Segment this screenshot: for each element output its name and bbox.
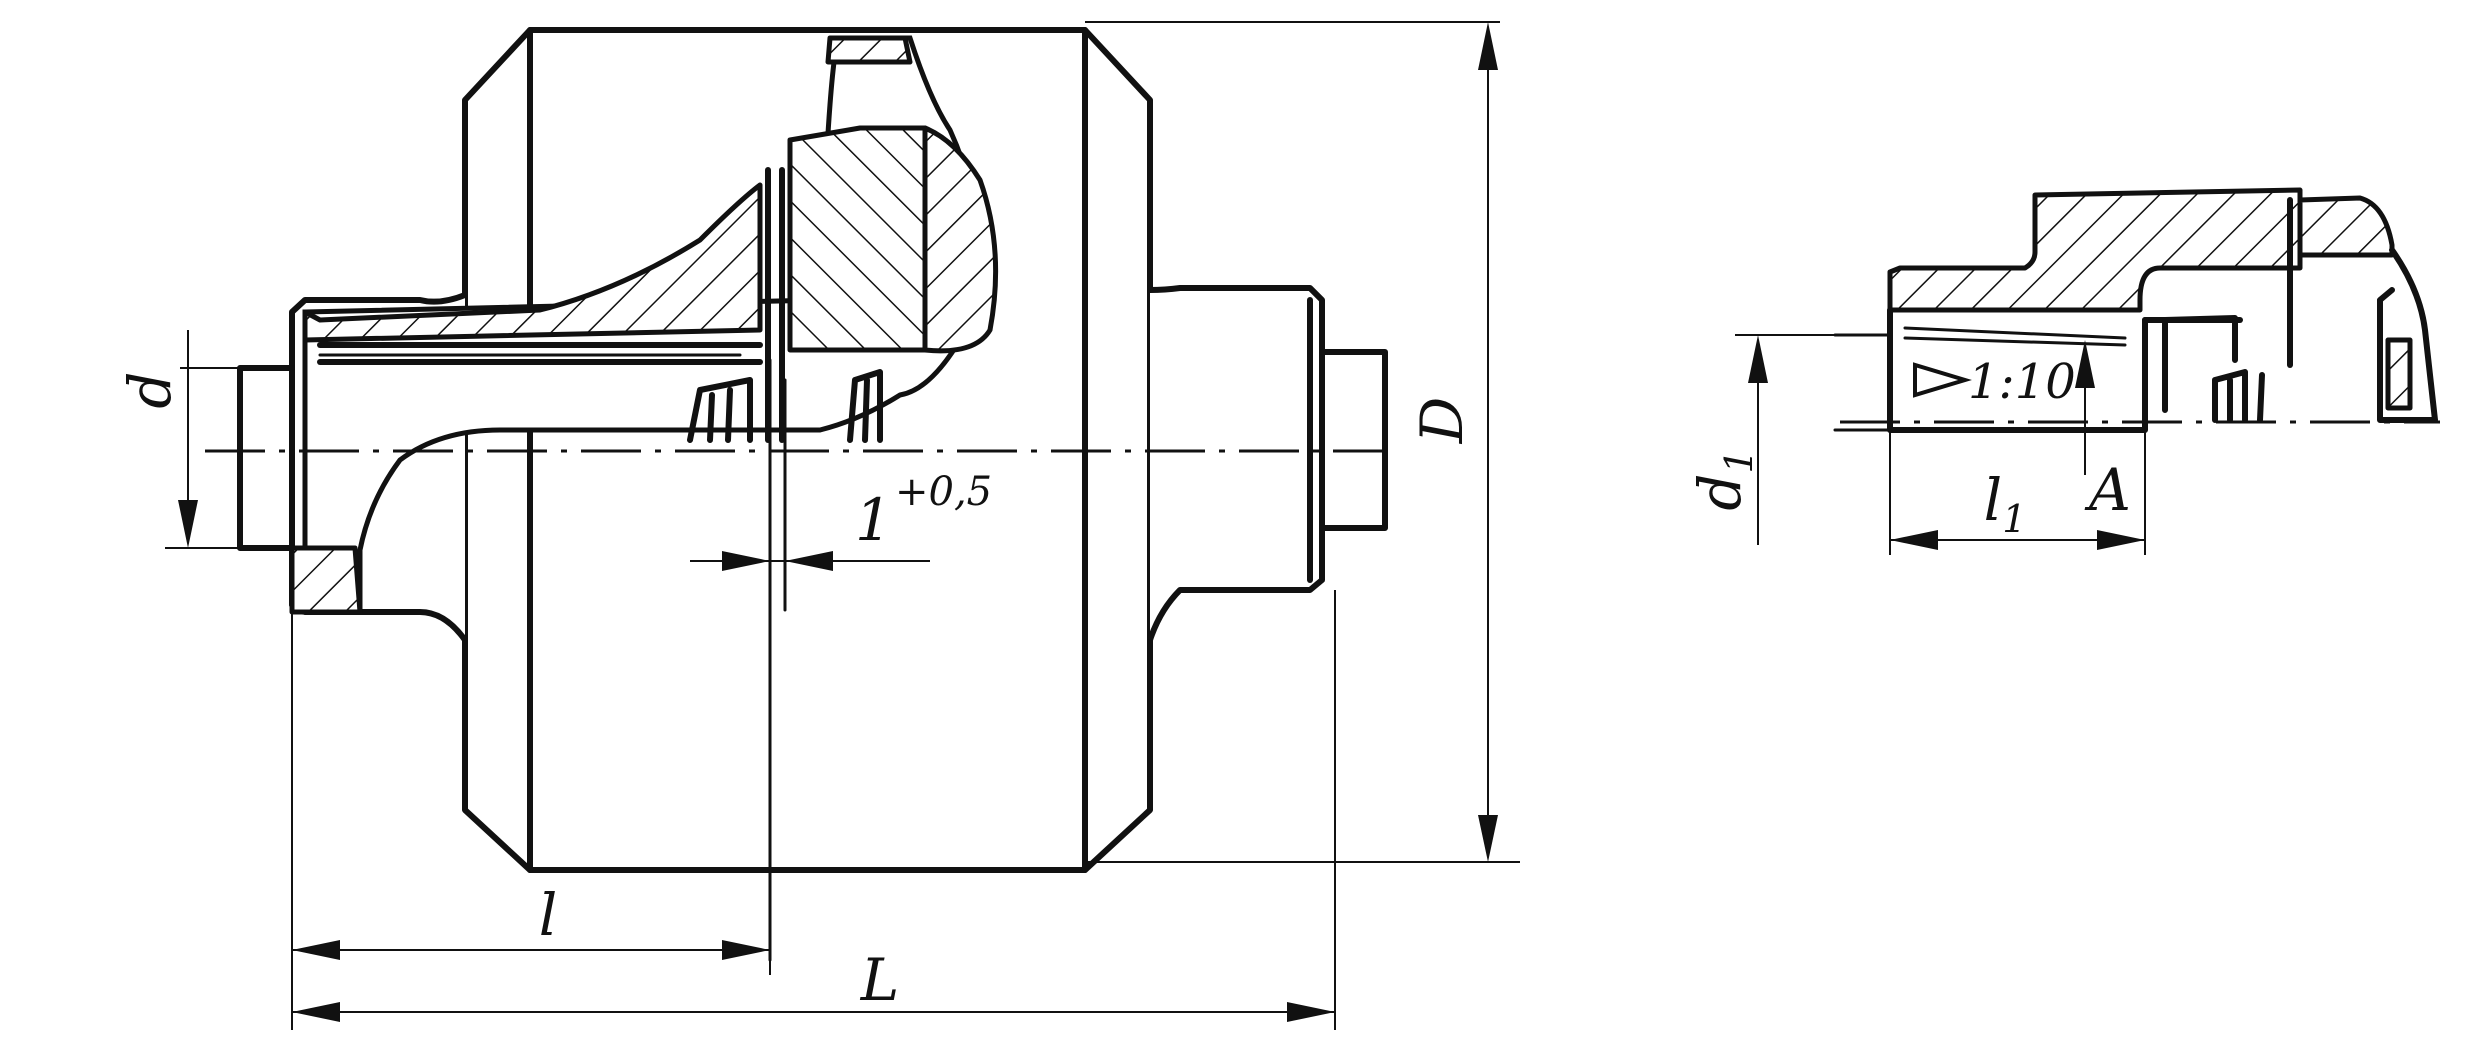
- teeth-right: [847, 369, 883, 443]
- dim-l1-arrow-left: [1890, 530, 1938, 550]
- detail-step-box: [2162, 315, 2238, 413]
- detail-taper-line: [1903, 326, 2127, 340]
- dim-l1-arrow-right: [2097, 530, 2145, 550]
- detail-taper-inner: [1903, 336, 2127, 347]
- left-bottom-hatch: [289, 545, 363, 615]
- detail-view: 1:10 d1 l1 A: [1686, 187, 2440, 555]
- dim-gap-arrow-left: [722, 551, 770, 571]
- leader-A-arrow: [2075, 340, 2095, 388]
- label-gap: 1: [855, 486, 892, 554]
- detail-right-hatch: [2297, 195, 2395, 258]
- detail-teeth: [2212, 369, 2265, 423]
- taper-symbol-icon: [1913, 362, 1972, 398]
- right-hub: [1147, 285, 1325, 641]
- main-dimensions: D d l L 1 +0,5: [116, 21, 1520, 1030]
- label-taper: 1:10: [1968, 354, 2076, 410]
- detail-bore: [1887, 307, 2148, 433]
- main-view: [205, 27, 1388, 962]
- label-d1: d1: [1686, 449, 1761, 510]
- detail-shaft-outline: [1833, 333, 1892, 432]
- label-l: l: [539, 881, 558, 949]
- label-A: A: [2084, 456, 2131, 524]
- dim-l-arrow-right: [722, 940, 770, 960]
- right-shaft-stub: [1319, 349, 1388, 531]
- dim-gap-arrow-right: [785, 551, 833, 571]
- detail-right-hatch-small: [2385, 337, 2413, 411]
- dim-L-arrow-left: [292, 1002, 340, 1022]
- rim-section-b: [922, 125, 999, 354]
- left-shaft-stub: [237, 365, 295, 551]
- dim-l-arrow-left: [292, 940, 340, 960]
- teeth-left: [687, 377, 753, 443]
- rim-top-hatch: [825, 35, 913, 65]
- label-gap-tolerance: +0,5: [895, 469, 992, 515]
- detail-section-hatched: [1887, 187, 2303, 313]
- label-l1: l1: [1984, 466, 2027, 541]
- dim-d1-arrow-top: [1748, 335, 1768, 383]
- dim-d-arrow-bottom: [178, 500, 198, 548]
- label-L: L: [860, 946, 900, 1014]
- detail-outline-right: [2377, 247, 2438, 423]
- hub-section-hatched: [302, 182, 763, 343]
- dim-D-arrow-bottom: [1478, 815, 1498, 862]
- dim-D-arrow-top: [1478, 22, 1498, 70]
- dim-L-arrow-right: [1287, 1002, 1335, 1022]
- label-D: D: [1408, 397, 1476, 445]
- rim-section-a: [787, 125, 928, 353]
- label-d: d: [116, 371, 184, 408]
